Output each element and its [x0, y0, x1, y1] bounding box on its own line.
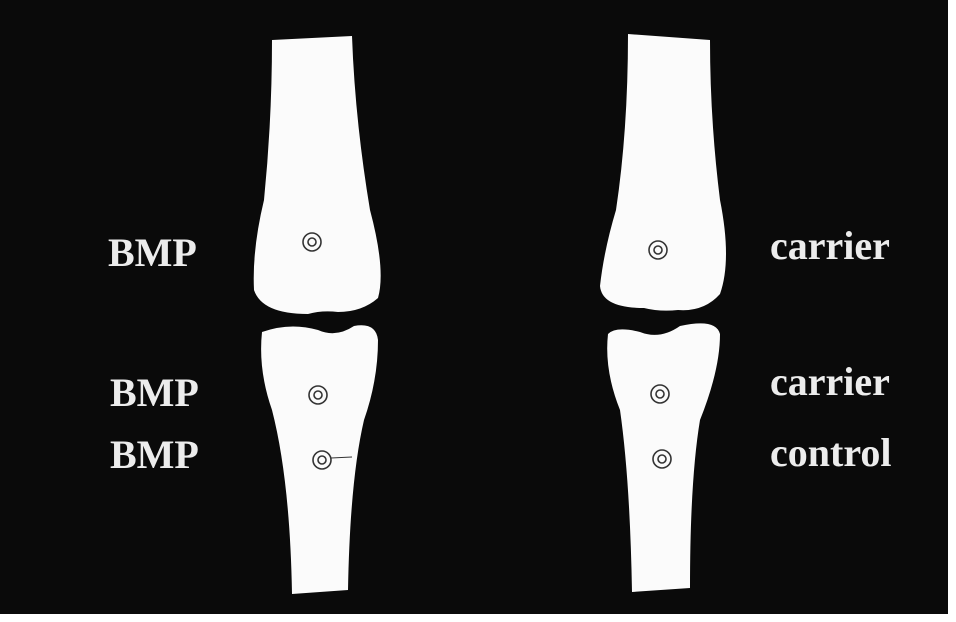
label-right-tibia-upper: carrier	[770, 362, 890, 402]
label-left-femur: BMP	[108, 233, 197, 273]
label-left-tibia-upper: BMP	[110, 373, 199, 413]
label-right-femur: carrier	[770, 226, 890, 266]
label-left-tibia-lower: BMP	[110, 435, 199, 475]
frame-border-right	[948, 0, 956, 622]
frame-border	[0, 614, 956, 622]
label-right-tibia-lower: control	[770, 433, 891, 473]
